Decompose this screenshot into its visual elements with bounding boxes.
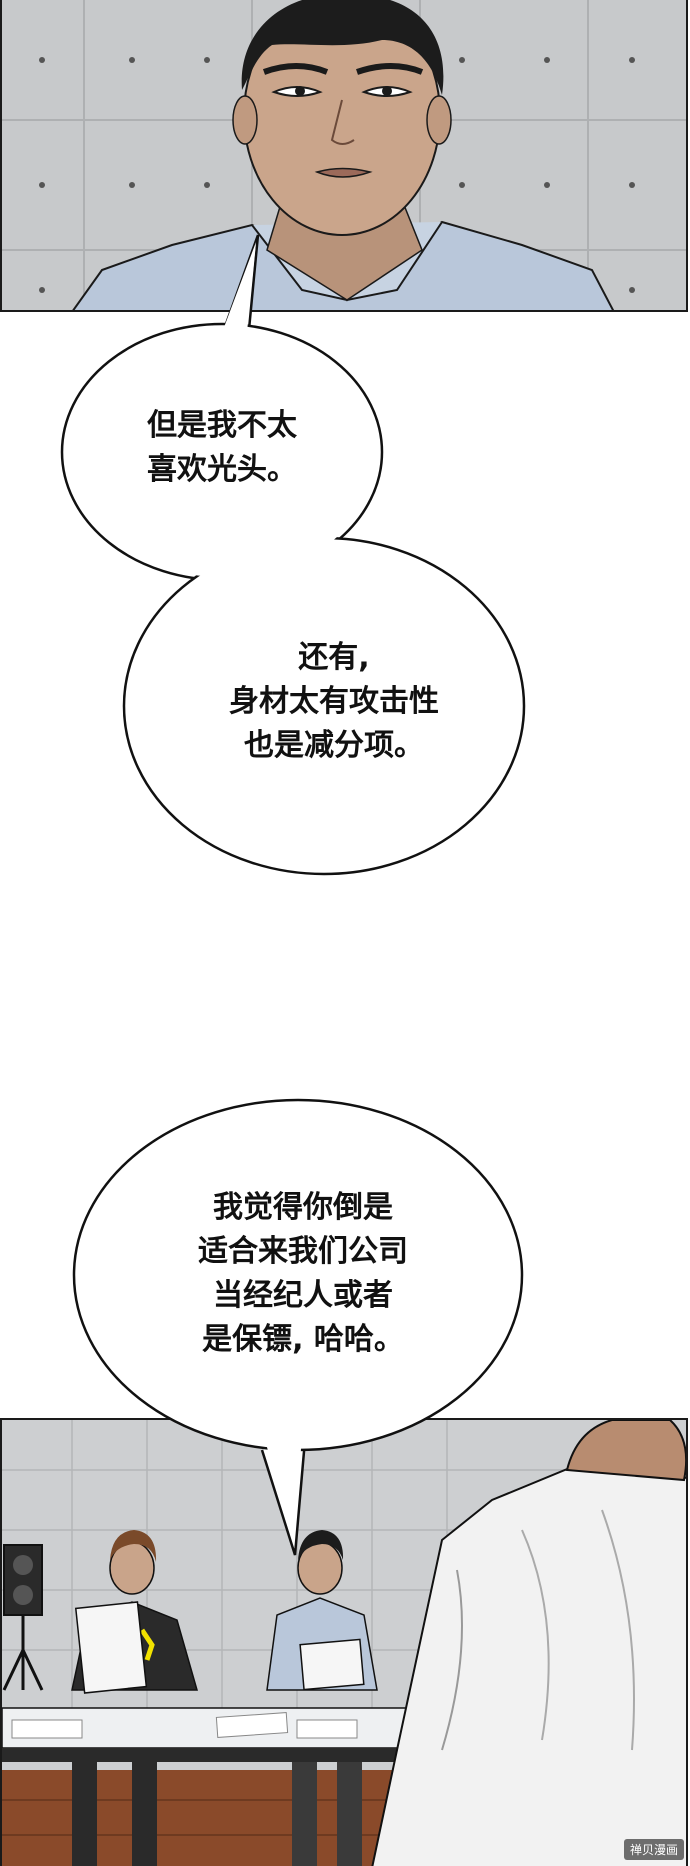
bubble-3-line-1: 我觉得你倒是 xyxy=(213,1190,393,1225)
bubble-1-line-2: 喜欢光头。 xyxy=(147,452,297,487)
bubble-2-line-1: 还有, xyxy=(298,640,370,675)
bubble-3-line-2: 适合来我们公司 xyxy=(198,1234,408,1269)
watermark: 禅贝漫画 xyxy=(623,1839,684,1860)
bubble-3-line-4: 是保镖, 哈哈。 xyxy=(202,1322,404,1357)
bubble-2-text: 还有, 身材太有攻击性 也是减分项。 xyxy=(194,636,474,768)
interviewer-closeup-illustration xyxy=(2,0,686,310)
interview-room-illustration xyxy=(2,1420,686,1866)
bubble-3-line-3: 当经纪人或者 xyxy=(213,1278,393,1313)
bubble-3-text: 我觉得你倒是 适合来我们公司 当经纪人或者 是保镖, 哈哈。 xyxy=(158,1186,448,1362)
comic-panel-top xyxy=(0,0,688,312)
bubble-2-line-2: 身材太有攻击性 xyxy=(229,684,439,719)
bubble-2-line-3: 也是减分项。 xyxy=(244,728,424,763)
bubble-1-text: 但是我不太 喜欢光头。 xyxy=(122,404,322,492)
comic-panel-bottom xyxy=(0,1418,688,1866)
bubble-1-line-1: 但是我不太 xyxy=(147,408,297,443)
